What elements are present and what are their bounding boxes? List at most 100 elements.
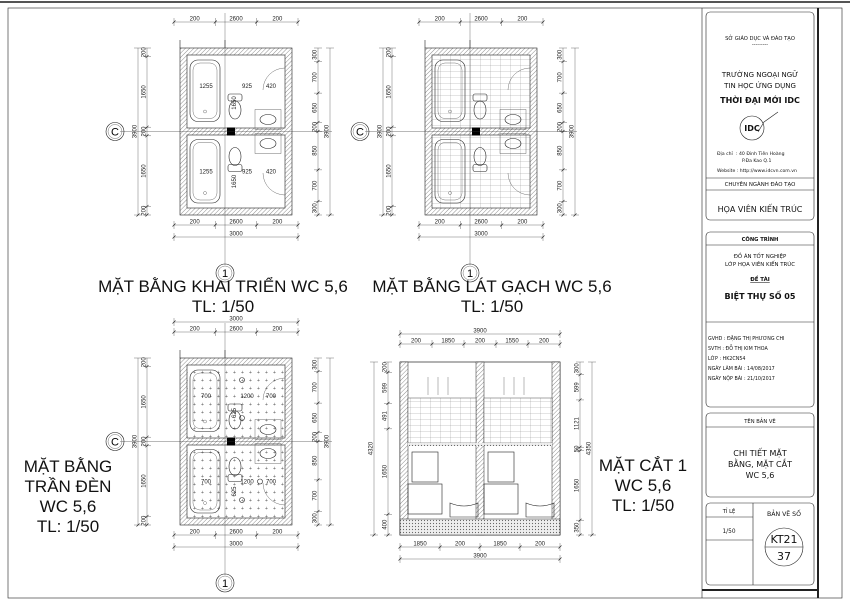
drawing-line (561, 59, 565, 64)
door-swing-icon (262, 67, 286, 91)
drawing-line (213, 223, 218, 227)
drawing-line (316, 213, 320, 217)
sink-icon (259, 424, 277, 435)
svg-text:CHI TIẾT MẶT: CHI TIẾT MẶT (733, 447, 787, 459)
dim-left: 1650 (142, 164, 148, 178)
drawing-line (541, 235, 545, 239)
drawing-line (254, 223, 259, 227)
dimension-label: 700 (201, 480, 212, 486)
dim-left: 599 (383, 382, 389, 393)
dim-left: 1650 (142, 85, 148, 99)
dimension-label: 1650 (232, 174, 238, 188)
drawing-line (296, 330, 300, 334)
drawing-line (145, 54, 149, 59)
vanity-counter (499, 109, 527, 130)
svg-text:WC 5,6: WC 5,6 (746, 471, 775, 480)
drawing-line (499, 223, 504, 227)
drawing-line (372, 533, 376, 537)
drawing-line (386, 512, 390, 516)
axis-c-marker (107, 124, 123, 139)
dim-top: 2600 (229, 327, 243, 333)
bathtub-icon (189, 59, 221, 122)
room-upper (186, 54, 286, 129)
drawing-line (296, 533, 300, 537)
drawing-line (316, 369, 320, 374)
dimension-label: 625 (232, 486, 238, 497)
svg-text:SVTH : ĐỖ THỊ KIM THOA: SVTH : ĐỖ THỊ KIM THOA (708, 344, 768, 352)
dim-bottom: 200 (272, 530, 283, 536)
drawing-line (145, 444, 149, 448)
axis-1-marker (215, 573, 235, 593)
drawing-line (590, 533, 594, 537)
dim-top: 200 (272, 327, 283, 333)
dim-bottom: 200 (535, 542, 546, 548)
dimension-label: 420 (266, 170, 277, 176)
dim-left: 491 (383, 410, 389, 421)
plan2-scale: TL: 1/50 (461, 297, 523, 316)
dim-right: 300 (313, 513, 319, 524)
dim-top: 1550 (505, 339, 519, 345)
dim-left: 1650 (387, 164, 393, 178)
toilet-tank-icon (227, 403, 243, 412)
toilet-tank-icon (472, 93, 488, 102)
dim-total-top: 3900 (473, 329, 487, 335)
dim-bottom: 200 (190, 220, 201, 226)
drawing-line (462, 342, 466, 346)
dimension-label: 420 (266, 84, 277, 90)
wall-tiles-left (407, 397, 477, 444)
drawing-line (541, 20, 545, 24)
svg-text:WC 5,6: WC 5,6 (615, 476, 672, 495)
toilet-tank-icon (227, 164, 243, 172)
toilet-tank-icon (227, 93, 243, 102)
axis-c-marker (105, 432, 125, 451)
idc-logo: IDC (739, 111, 779, 141)
axis-1-marker-label: 1 (222, 578, 228, 590)
bathtub-icon (189, 139, 221, 204)
dim-left: 200 (142, 515, 148, 526)
plan2-title: MẶT BẰNG LÁT GẠCH WC 5,6 (372, 277, 611, 296)
room-upper (186, 364, 286, 439)
bathtub-icon (434, 139, 466, 204)
dim-right: 700 (313, 382, 319, 393)
svg-text:LỚP HỌA VIÊN KIẾN TRÚC: LỚP HỌA VIÊN KIẾN TRÚC (725, 260, 795, 268)
drawing-line (390, 213, 394, 217)
drawing-line (561, 129, 565, 134)
wall-right (551, 361, 561, 536)
wall-left (399, 361, 409, 536)
svg-text:Địa chỉ: Địa chỉ (717, 150, 734, 157)
dim-left: 200 (142, 436, 148, 447)
sink-icon (504, 114, 522, 125)
room-upper (431, 54, 531, 129)
svg-text:TÊN BẢN VẼ: TÊN BẢN VẼ (743, 417, 775, 425)
sheet-number: 37 (777, 550, 791, 563)
dim-total-right: 3900 (325, 124, 331, 138)
dimension-label: 700 (201, 394, 212, 400)
drawing-line (316, 401, 320, 405)
svg-text:HỌA VIÊN KIẾN TRÚC: HỌA VIÊN KIẾN TRÚC (718, 203, 803, 214)
drawing-line (430, 342, 434, 346)
drawing-line (172, 330, 176, 334)
dim-top: 200 (411, 339, 422, 345)
dimension-label: 1255 (199, 170, 213, 176)
ceiling-light-icon (239, 377, 245, 383)
drawing-line (398, 332, 402, 336)
bathtub-icon (189, 369, 221, 432)
svg-text:GVHD : ĐẶNG THỊ PHƯƠNG CHI: GVHD : ĐẶNG THỊ PHƯƠNG CHI (708, 335, 784, 342)
dim-right: 1650 (575, 478, 581, 492)
axis-c-marker-label: C (111, 127, 119, 139)
drawing-line (316, 478, 320, 482)
drawing-line (558, 557, 562, 561)
drawing-line (518, 545, 522, 549)
bathtub-icon (192, 372, 218, 429)
sink-icon (259, 114, 277, 125)
drawing-line (328, 213, 332, 217)
wall-middle (475, 361, 485, 536)
axis-c-marker-label: C (111, 437, 119, 449)
dim-right: 50 (575, 445, 581, 452)
drawing-line (458, 223, 463, 227)
dim-right: 300 (313, 359, 319, 370)
svg-text:MẶT BẰNG: MẶT BẰNG (24, 457, 112, 476)
svg-text:: 40 Đinh Tiên Hoàng: : 40 Đinh Tiên Hoàng (736, 150, 785, 157)
drawing-line (316, 523, 320, 527)
drawing-line (328, 523, 332, 527)
